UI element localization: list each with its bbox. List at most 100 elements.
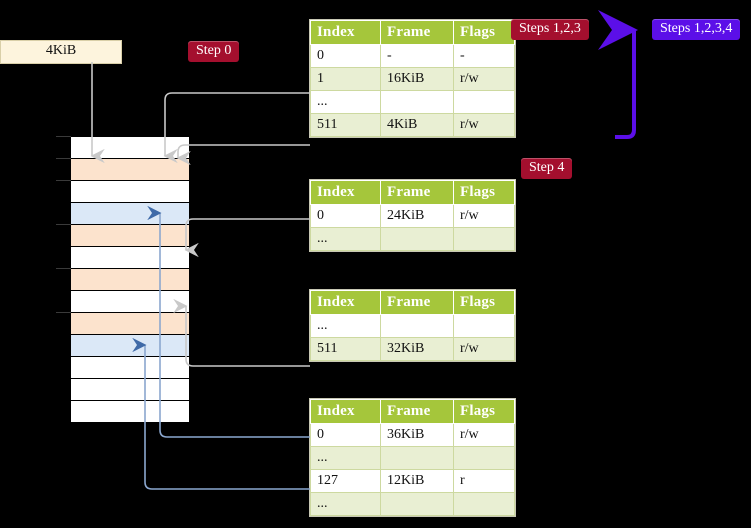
column-header-frame: Frame bbox=[380, 399, 454, 424]
steps-bracket-arrow bbox=[598, 10, 638, 139]
column-header-frame: Frame bbox=[380, 290, 454, 315]
memory-frame-row bbox=[70, 224, 190, 247]
column-header-flags: Flags bbox=[453, 180, 515, 205]
frame-tick-mark bbox=[56, 136, 71, 137]
cell-index: 127 bbox=[310, 469, 381, 493]
badge-step-0: Step 0 bbox=[188, 41, 240, 63]
badge-steps-1234: Steps 1,2,3,4 bbox=[652, 19, 741, 41]
cell-frame bbox=[380, 227, 454, 251]
memory-frame-row bbox=[70, 246, 190, 269]
badge-steps-123-label: Steps 1,2,3 bbox=[519, 21, 581, 36]
cell-index: ... bbox=[310, 90, 381, 114]
cell-frame bbox=[380, 492, 454, 516]
column-header-index: Index bbox=[310, 399, 381, 424]
cell-index: 1 bbox=[310, 67, 381, 91]
column-header-frame: Frame bbox=[380, 180, 454, 205]
cell-frame: 24KiB bbox=[380, 204, 454, 228]
cell-index: ... bbox=[310, 492, 381, 516]
memory-frame-row bbox=[70, 334, 190, 357]
connector-t1-row511 bbox=[176, 144, 310, 166]
cell-flags: r/w bbox=[453, 204, 515, 228]
memory-frame-row bbox=[70, 158, 190, 181]
column-header-index: Index bbox=[310, 180, 381, 205]
cell-frame bbox=[380, 446, 454, 470]
frame-tick-mark bbox=[56, 224, 71, 225]
cell-flags: - bbox=[453, 44, 515, 68]
cell-flags: r/w bbox=[453, 337, 515, 361]
memory-frame-row bbox=[70, 202, 190, 225]
column-header-index: Index bbox=[310, 20, 381, 45]
cell-index: ... bbox=[310, 446, 381, 470]
memory-frame-row bbox=[70, 290, 190, 313]
frame-tick-mark bbox=[56, 312, 71, 313]
cell-frame bbox=[380, 314, 454, 338]
memory-frame-row bbox=[70, 312, 190, 335]
cell-frame: 12KiB bbox=[380, 469, 454, 493]
column-header-index: Index bbox=[310, 290, 381, 315]
memory-frame-row bbox=[70, 356, 190, 379]
cell-index: 511 bbox=[310, 337, 381, 361]
table-row: 0-- bbox=[310, 44, 515, 68]
cell-flags: r/w bbox=[453, 67, 515, 91]
table-row: ... bbox=[310, 227, 515, 251]
cell-flags bbox=[453, 90, 515, 114]
cell-index: ... bbox=[310, 227, 381, 251]
connector-t3-row511 bbox=[173, 298, 310, 367]
cell-index: ... bbox=[310, 314, 381, 338]
memory-frame-row bbox=[70, 268, 190, 291]
badge-step-4-label: Step 4 bbox=[529, 160, 565, 175]
column-header-flags: Flags bbox=[453, 290, 515, 315]
column-header-flags: Flags bbox=[453, 399, 515, 424]
cell-index: 0 bbox=[310, 423, 381, 447]
badge-step-4: Step 4 bbox=[521, 158, 573, 180]
column-header-flags: Flags bbox=[453, 20, 515, 45]
size-label-text: 4KiB bbox=[45, 43, 77, 58]
memory-frame-row bbox=[70, 400, 190, 423]
cell-index: 0 bbox=[310, 44, 381, 68]
cell-flags bbox=[453, 492, 515, 516]
cell-frame: 16KiB bbox=[380, 67, 454, 91]
size-label-box: 4KiB bbox=[0, 40, 122, 64]
physical-memory-frames bbox=[56, 136, 190, 423]
frame-tick-mark bbox=[56, 268, 71, 269]
memory-frame-row bbox=[70, 136, 190, 159]
cell-frame: 32KiB bbox=[380, 337, 454, 361]
cell-frame bbox=[380, 90, 454, 114]
cell-flags bbox=[453, 446, 515, 470]
cell-index: 0 bbox=[310, 204, 381, 228]
cell-flags bbox=[453, 227, 515, 251]
cell-flags: r/w bbox=[453, 423, 515, 447]
table-row: ... bbox=[310, 492, 515, 516]
frame-tick-mark bbox=[56, 180, 71, 181]
badge-steps-1234-label: Steps 1,2,3,4 bbox=[660, 21, 733, 36]
cell-flags: r bbox=[453, 469, 515, 493]
cell-frame: 36KiB bbox=[380, 423, 454, 447]
table-row: ... bbox=[310, 314, 515, 338]
connector-t2-row0 bbox=[184, 218, 310, 258]
memory-frame-row bbox=[70, 378, 190, 401]
cell-frame: 4KiB bbox=[380, 113, 454, 137]
cell-flags: r/w bbox=[453, 113, 515, 137]
column-header-frame: Frame bbox=[380, 20, 454, 45]
cell-frame: - bbox=[380, 44, 454, 68]
table-row: ... bbox=[310, 90, 515, 114]
memory-frame-row bbox=[70, 180, 190, 203]
